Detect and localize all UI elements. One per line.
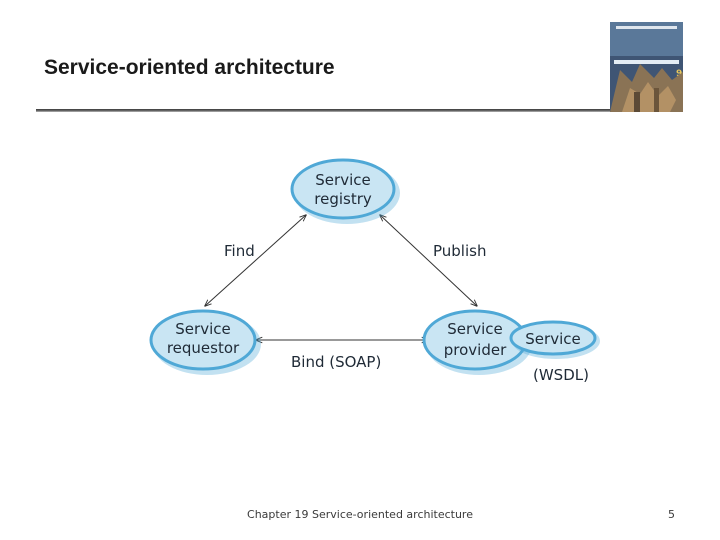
slide-footer: Chapter 19 Service-oriented architecture [247, 508, 473, 521]
wsdl-label: (WSDL) [533, 366, 589, 384]
service-provider-node: Service provider [422, 309, 532, 375]
find-label: Find [224, 242, 255, 260]
page-number: 5 [668, 508, 675, 521]
registry-label-line2: registry [314, 190, 372, 208]
title-divider [36, 109, 610, 112]
provider-label-line1: Service [447, 320, 502, 338]
service-label: Service [525, 330, 580, 348]
requestor-label-line2: requestor [167, 339, 240, 357]
provider-label-line2: provider [444, 341, 507, 359]
svg-text:9: 9 [676, 69, 682, 79]
service-registry-node: Service registry [290, 158, 400, 224]
book-cover-image: 9 [610, 22, 683, 112]
slide-title: Service-oriented architecture [44, 56, 335, 79]
publish-arrow [380, 215, 477, 306]
service-requestor-node: Service requestor [149, 309, 261, 375]
requestor-label-line1: Service [175, 320, 230, 338]
bind-label: Bind (SOAP) [291, 353, 381, 371]
service-description-node: Service [509, 320, 600, 359]
publish-label: Publish [433, 242, 486, 260]
registry-label-line1: Service [315, 171, 370, 189]
find-arrow [205, 215, 306, 306]
